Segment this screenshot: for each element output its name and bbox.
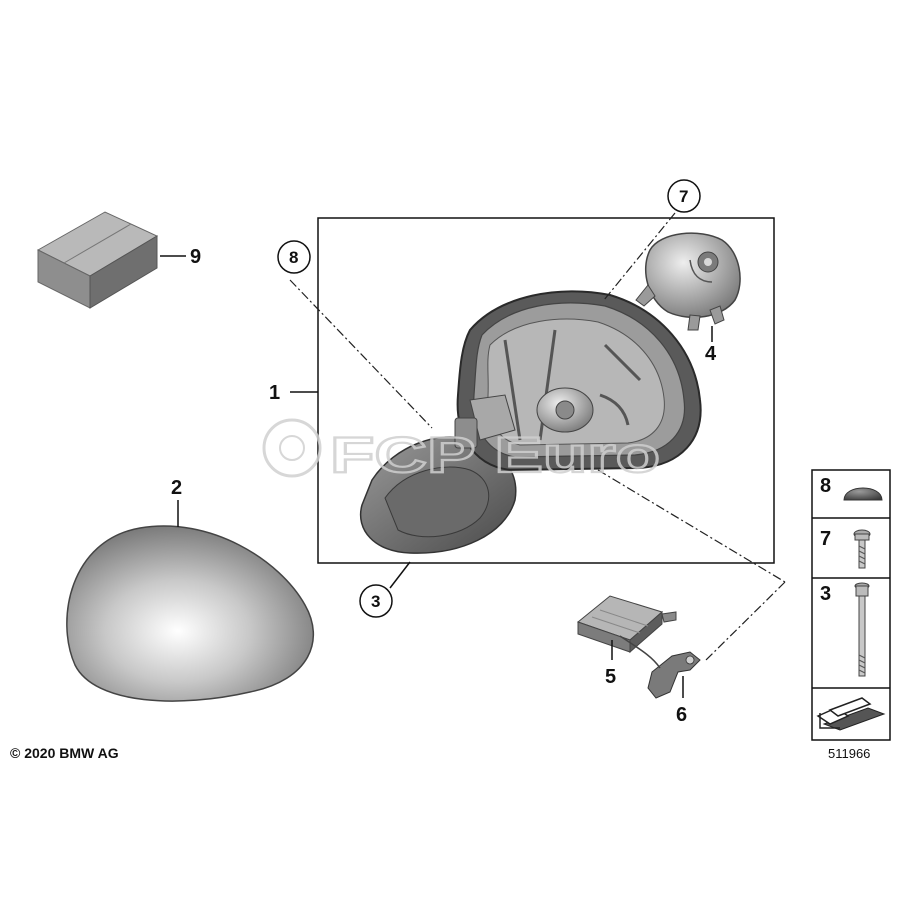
leader-8-dashdot: [289, 279, 433, 429]
diagram-number: 511966: [828, 746, 870, 761]
callout-3: 3: [371, 592, 380, 611]
callout-9: 9: [190, 246, 201, 268]
callout-8: 8: [289, 248, 298, 267]
assembly-frame: [317, 217, 775, 564]
watermark: FCP Euro: [262, 418, 661, 484]
legend-bolt-3: [854, 582, 870, 677]
leader-5-6-dashdot-b: [705, 581, 786, 661]
part-4-mirror-motor: [635, 232, 741, 331]
part-5-control-module: [576, 595, 677, 654]
callout-7: 7: [679, 187, 688, 206]
callout-7-circle: [667, 179, 701, 213]
legend-plug-8: [843, 487, 883, 501]
callout-2: 2: [171, 477, 182, 499]
legend-label-7: 7: [820, 528, 831, 550]
leader-5-6-dashdot-a: [597, 469, 786, 583]
part-1-mirror-assembly: [359, 290, 702, 554]
callout-4: 4: [705, 343, 717, 365]
watermark-text: FCP Euro: [330, 427, 660, 483]
part-9-box: [36, 211, 159, 309]
fastener-legend: 8 7 3: [811, 469, 891, 741]
legend-label-3: 3: [820, 583, 831, 605]
leader-3: [389, 561, 411, 589]
part-2-mirror-cap: [66, 525, 314, 702]
callout-1: 1: [269, 382, 280, 404]
legend-arrow-icon: [816, 697, 886, 731]
legend-screw-7: [853, 529, 871, 569]
callout-6: 6: [676, 704, 687, 726]
callout-3-circle: [359, 584, 393, 618]
part-6-bracket: [619, 635, 701, 699]
legend-label-8: 8: [820, 475, 831, 497]
callout-5: 5: [605, 666, 616, 688]
callout-8-circle: [277, 240, 311, 274]
leader-7-dashdot: [603, 212, 676, 301]
copyright: © 2020 BMW AG: [10, 745, 119, 761]
